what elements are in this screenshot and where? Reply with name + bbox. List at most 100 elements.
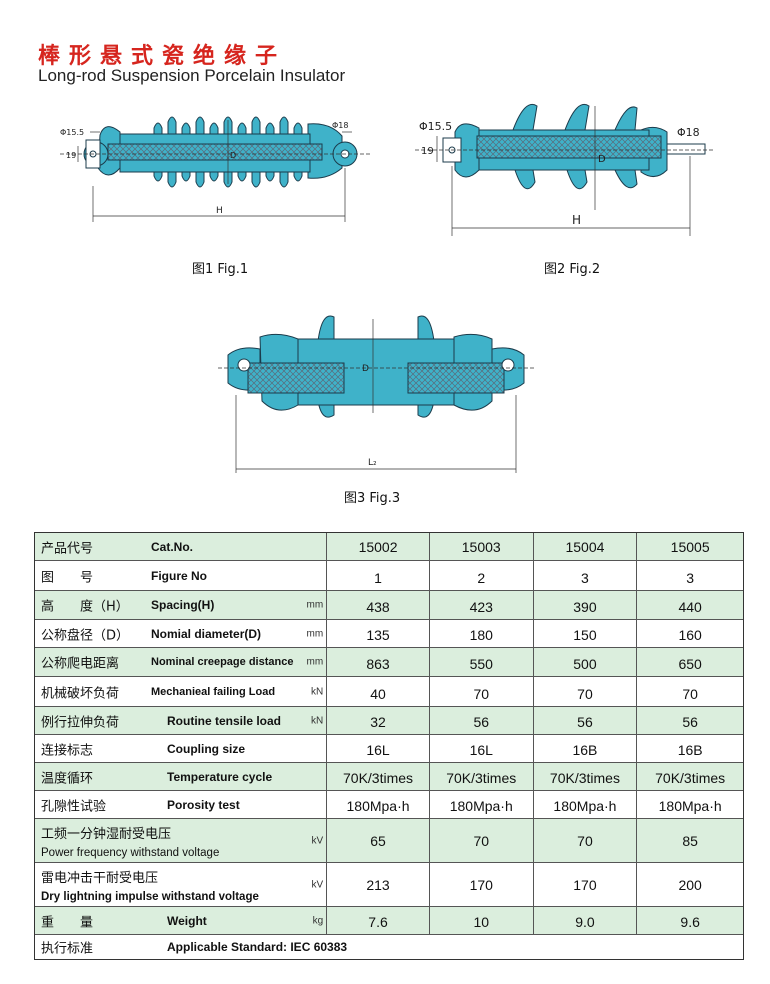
table-cell: 15003: [430, 533, 534, 560]
row-label-en: Weight: [167, 913, 207, 928]
table-cell: 390: [534, 591, 638, 619]
fig3-d-label: D: [362, 364, 369, 374]
row-unit: kN: [310, 686, 324, 697]
table-cell: 9.6: [680, 914, 700, 930]
table-cell: 3: [686, 570, 695, 586]
fig3-l2-label: L₂: [368, 458, 377, 468]
table-cell: 438: [327, 591, 430, 619]
row-unit: mm: [306, 628, 324, 639]
table-cell: 550: [430, 648, 534, 676]
row-unit: kV: [311, 835, 324, 846]
table-cell: 16L: [430, 735, 534, 762]
table-cell: 160: [678, 627, 702, 643]
table-cell: 170: [534, 863, 638, 906]
table-cell: 70: [430, 819, 534, 862]
row-label-cn: 工频一分钟湿耐受电压: [41, 827, 172, 842]
table-row: 高 度（H） Spacing(H) mm 438 423 390 440: [35, 591, 743, 620]
row-unit: mm: [306, 599, 324, 611]
row-label-en: Coupling size: [167, 741, 245, 756]
row-label-en: Power frequency withstand voltage: [41, 847, 220, 859]
row-label-cn: 机械破坏负荷: [41, 686, 120, 701]
fig2-phi-right: Φ18: [677, 126, 700, 139]
fig2-pin-label: 19: [421, 146, 434, 157]
row-label-cn: 产品代号: [41, 541, 94, 556]
row-label-cn: 雷电冲击干耐受电压: [41, 871, 159, 886]
table-cell: 650: [678, 656, 702, 672]
table-cell: 16L: [327, 735, 430, 762]
table-row-standard: 执行标准 Applicable Standard: IEC 60383: [35, 935, 743, 959]
standard-text: Applicable Standard: IEC 60383: [167, 940, 348, 954]
row-label-cn: 高 度（H）: [41, 599, 129, 615]
table-cell: 10: [430, 907, 534, 934]
table-cell: 70K/3times: [327, 763, 430, 790]
row-label-cn: 公称爬电距离: [41, 656, 120, 672]
table-cell: 150: [534, 620, 638, 647]
fig2-h-label: H: [572, 213, 581, 227]
table-cell: 440: [678, 599, 702, 615]
row-unit: mm: [306, 656, 324, 668]
row-unit: kg: [312, 915, 324, 926]
table-cell: 135: [327, 620, 430, 647]
row-label-en: Figure No: [151, 568, 207, 583]
row-label-cn: 孔隙性试验: [41, 799, 107, 814]
fig1-d-label: D: [230, 151, 236, 160]
table-cell: 56: [430, 707, 534, 734]
table-cell: 32: [327, 707, 430, 734]
fig1-phi-right: Φ18: [332, 121, 348, 130]
table-row: 工频一分钟湿耐受电压 Power frequency withstand volt…: [35, 819, 743, 863]
table-cell: 70: [682, 686, 698, 702]
row-unit: kN: [310, 715, 324, 726]
table-cell: 170: [430, 863, 534, 906]
table-cell: 70: [534, 677, 638, 706]
table-cell: 70: [430, 677, 534, 706]
row-label-en: Temperature cycle: [167, 769, 273, 784]
table-cell: 180: [430, 620, 534, 647]
table-cell: 56: [534, 707, 638, 734]
table-cell: 15004: [534, 533, 638, 560]
page-title-en: Long-rod Suspension Porcelain Insulator: [38, 66, 346, 85]
figure-3-drawing: D L₂: [218, 315, 534, 473]
figure-3-caption: 图3 Fig.3: [344, 491, 401, 506]
table-cell: 65: [327, 819, 430, 862]
table-cell: 3: [534, 561, 638, 590]
figure-1-drawing: Φ15.5 Φ18 19 D H: [60, 116, 370, 222]
table-cell: 15002: [327, 533, 430, 560]
table-cell: 40: [327, 677, 430, 706]
table-cell: 85: [682, 832, 698, 849]
table-cell: 500: [534, 648, 638, 676]
table-cell: 7.6: [327, 907, 430, 934]
table-cell: 863: [327, 648, 430, 676]
row-label-en: Mechanieal failing Load: [151, 685, 276, 698]
table-cell: 16B: [677, 742, 703, 758]
table-cell: 180Mpa·h: [430, 791, 534, 818]
row-label-cn: 公称盘径（D）: [41, 628, 130, 643]
fig1-pin-label: 19: [66, 151, 76, 160]
table-cell: 1: [327, 561, 430, 590]
table-cell: 56: [682, 714, 698, 730]
figure-2-caption: 图2 Fig.2: [544, 262, 601, 277]
fig1-phi-left: Φ15.5: [60, 128, 84, 137]
table-cell: 70K/3times: [655, 770, 726, 786]
standard-label-cn: 执行标准: [41, 941, 94, 957]
table-cell: 9.0: [534, 907, 638, 934]
row-label-en: Routine tensile load: [167, 713, 282, 728]
table-row: 机械破坏负荷 Mechanieal failing Load kN 40 70 70…: [35, 677, 743, 707]
row-label-en: Spacing(H): [151, 598, 215, 612]
fig2-d-label: D: [598, 154, 606, 165]
row-unit: kV: [311, 879, 324, 890]
figure-1-caption: 图1 Fig.1: [192, 262, 249, 277]
table-cell: 70K/3times: [430, 763, 534, 790]
row-label-en: Nomial diameter(D): [151, 626, 262, 641]
row-label-cn: 温度循环: [41, 771, 94, 786]
table-cell: 423: [430, 591, 534, 619]
table-cell: 70: [534, 819, 638, 862]
